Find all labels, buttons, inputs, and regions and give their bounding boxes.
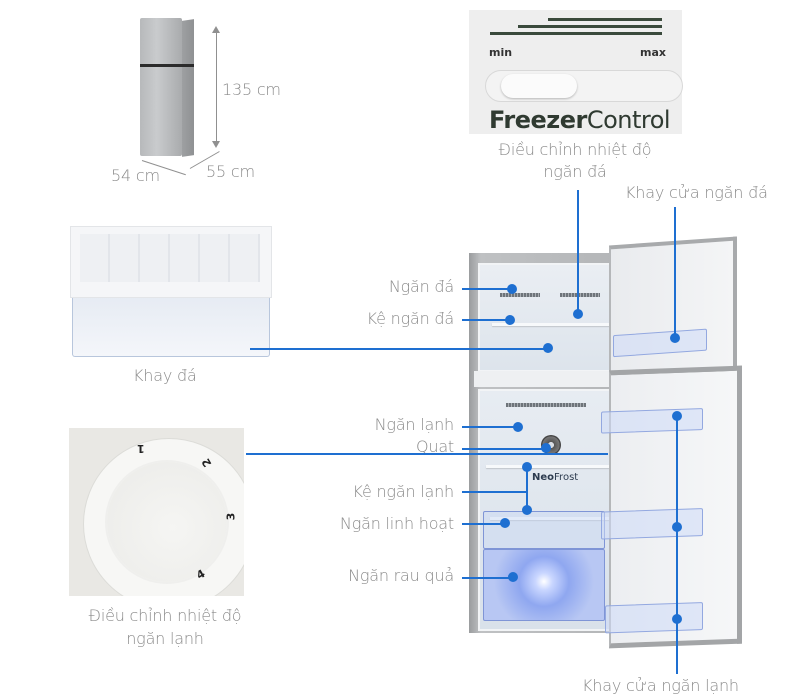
- callout-line: [462, 577, 512, 579]
- callout-dot: [672, 411, 682, 421]
- freezer-door-bin: [613, 328, 707, 358]
- dial-number-3: 3: [224, 512, 238, 521]
- label-fan: Quạt: [415, 437, 454, 456]
- dial-knob[interactable]: [107, 462, 227, 582]
- label-freezer-compartment: Ngăn đá: [388, 277, 454, 296]
- freezer-vent: [560, 293, 600, 297]
- freezer-control-caption-2: ngăn đá: [543, 162, 607, 181]
- freezer-shelf: [492, 323, 610, 326]
- label-vegetable-compartment: Ngăn rau quả: [348, 566, 454, 585]
- neofrost-logo: NeoFrost: [532, 472, 579, 483]
- callout-line: [462, 523, 502, 525]
- label-fridge-compartment: Ngăn lạnh: [374, 415, 455, 434]
- middle-panel: [474, 371, 614, 387]
- level-bar: [490, 32, 662, 35]
- freezer-control-caption-1: Điều chỉnh nhiệt độ: [498, 140, 652, 159]
- width-label: 54 cm: [111, 166, 160, 185]
- callout-line: [462, 288, 514, 290]
- callout-line: [462, 319, 510, 321]
- fridge-door-bin: [601, 408, 703, 434]
- callout-dot: [507, 284, 517, 294]
- callout-dot: [670, 333, 680, 343]
- ice-tray-caption: Khay đá: [133, 366, 197, 385]
- freezer-door: [609, 236, 737, 380]
- fridge-shelf: [486, 465, 610, 468]
- callout-dot: [672, 522, 682, 532]
- dial-caption-1: Điều chỉnh nhiệt độ: [88, 606, 242, 625]
- callout-line: [462, 491, 526, 493]
- callout-dot: [500, 518, 510, 528]
- max-label: max: [640, 46, 666, 59]
- freezer-control-title: FreezerControl: [489, 106, 671, 134]
- min-label: min: [489, 46, 513, 59]
- callout-line: [577, 190, 579, 314]
- callout-dot: [522, 462, 532, 472]
- dial-number-1: 1: [137, 442, 145, 455]
- fridge-dimension-illustration: [140, 18, 194, 158]
- callout-dot: [522, 505, 532, 515]
- freezer-vent: [500, 293, 540, 297]
- level-bar: [518, 25, 662, 28]
- flex-drawer: [483, 511, 605, 549]
- freezer-control-panel: min max FreezerControl: [469, 10, 683, 134]
- callout-line: [674, 207, 676, 337]
- fridge-front: [140, 18, 182, 156]
- dial-caption-2: ngăn lạnh: [126, 629, 204, 648]
- height-label: 135 cm: [222, 80, 281, 99]
- callout-dot: [505, 315, 515, 325]
- callout-line: [676, 416, 678, 674]
- callout-dot: [543, 343, 553, 353]
- callout-line: [246, 453, 608, 455]
- label-fridge-door-tray: Khay cửa ngăn lạnh: [582, 676, 739, 695]
- fridge-side: [182, 19, 194, 157]
- fridge-door-bin: [605, 602, 703, 634]
- fridge-door-bin: [601, 508, 703, 540]
- callout-dot: [672, 614, 682, 624]
- callout-dot: [573, 309, 583, 319]
- door-gap: [140, 64, 194, 67]
- callout-line: [462, 426, 518, 428]
- ice-bin: [72, 296, 270, 357]
- fridge-shelf: [490, 517, 610, 520]
- vegetable-drawer: [483, 549, 605, 621]
- label-freezer-shelf: Kệ ngăn đá: [366, 309, 455, 328]
- callout-dot: [541, 443, 551, 453]
- fridge-temperature-dial: 1 2 3 4: [69, 428, 244, 596]
- callout-line: [526, 468, 528, 510]
- label-fridge-shelf: Kệ ngăn lạnh: [352, 482, 454, 501]
- ice-tray-image: [60, 226, 280, 361]
- height-dimension-arrow: [212, 26, 220, 148]
- ice-cells: [80, 234, 260, 282]
- label-freezer-door-tray: Khay cửa ngăn đá: [625, 183, 768, 202]
- callout-dot: [513, 422, 523, 432]
- callout-line: [250, 348, 548, 350]
- callout-line: [462, 448, 546, 450]
- level-bar: [548, 18, 662, 21]
- fridge-vent: [506, 403, 586, 407]
- freezer-slider-knob[interactable]: [501, 74, 577, 98]
- depth-label: 55 cm: [206, 162, 255, 181]
- label-flex-compartment: Ngăn linh hoạt: [339, 514, 454, 533]
- callout-dot: [508, 572, 518, 582]
- freezer-compartment: [478, 263, 614, 372]
